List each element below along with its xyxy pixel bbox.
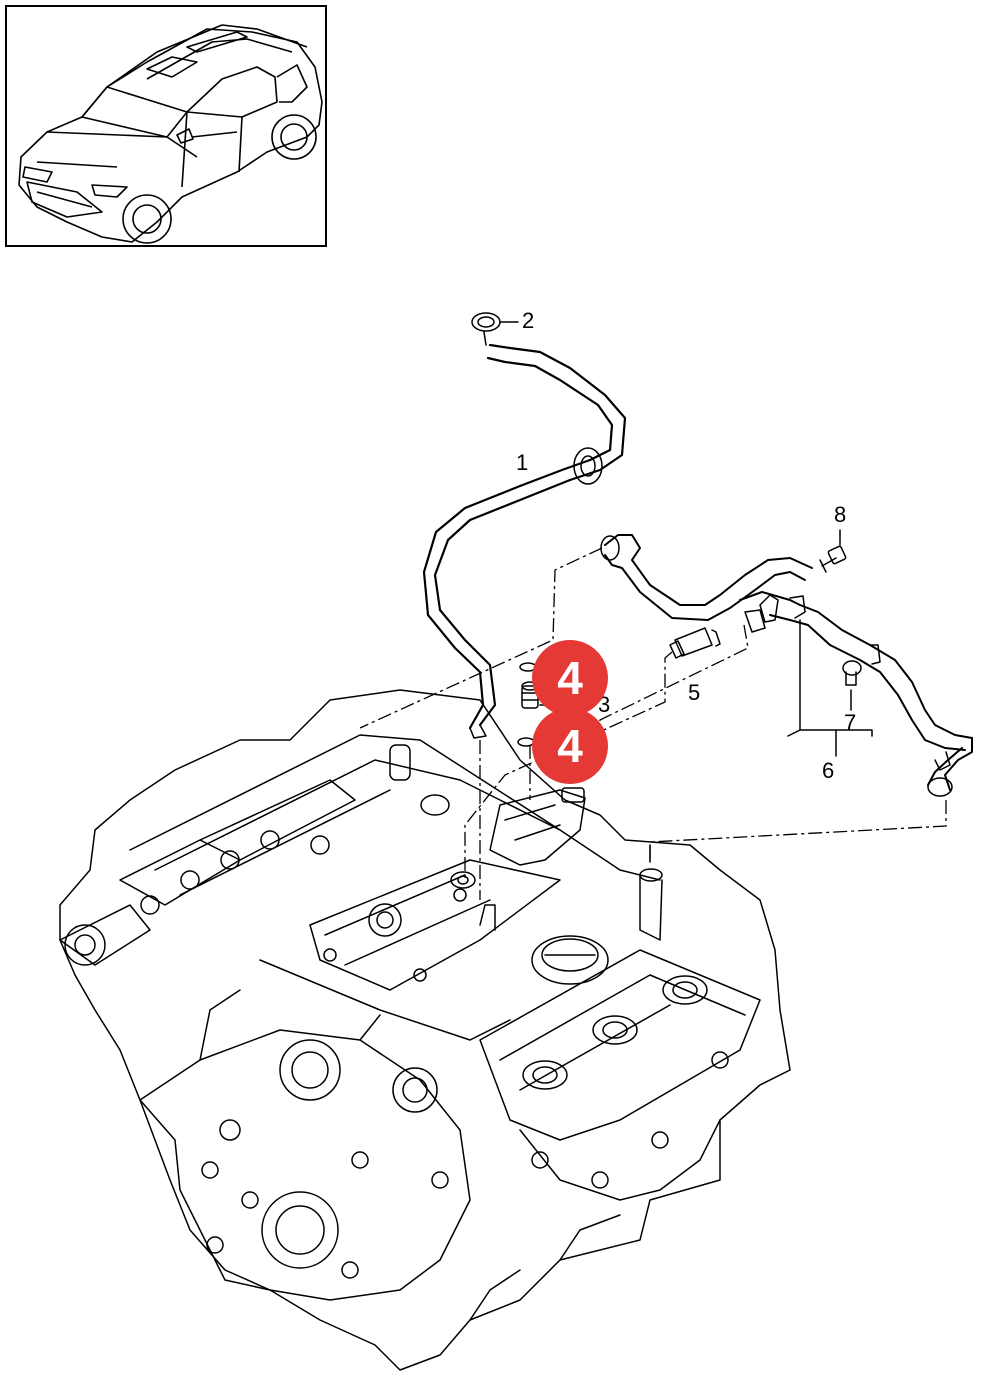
callout-6: 6 bbox=[822, 758, 835, 783]
callout-5: 5 bbox=[688, 680, 701, 705]
callout-7: 7 bbox=[844, 710, 857, 735]
part-4-badge-top[interactable]: 4 bbox=[532, 640, 608, 716]
part-4-badge-bottom[interactable]: 4 bbox=[532, 708, 608, 784]
suv-car-icon bbox=[18, 24, 323, 244]
callout-8: 8 bbox=[834, 502, 847, 527]
vehicle-thumbnail bbox=[5, 5, 327, 247]
callout-1: 1 bbox=[516, 450, 529, 475]
callout-2: 2 bbox=[522, 308, 535, 333]
